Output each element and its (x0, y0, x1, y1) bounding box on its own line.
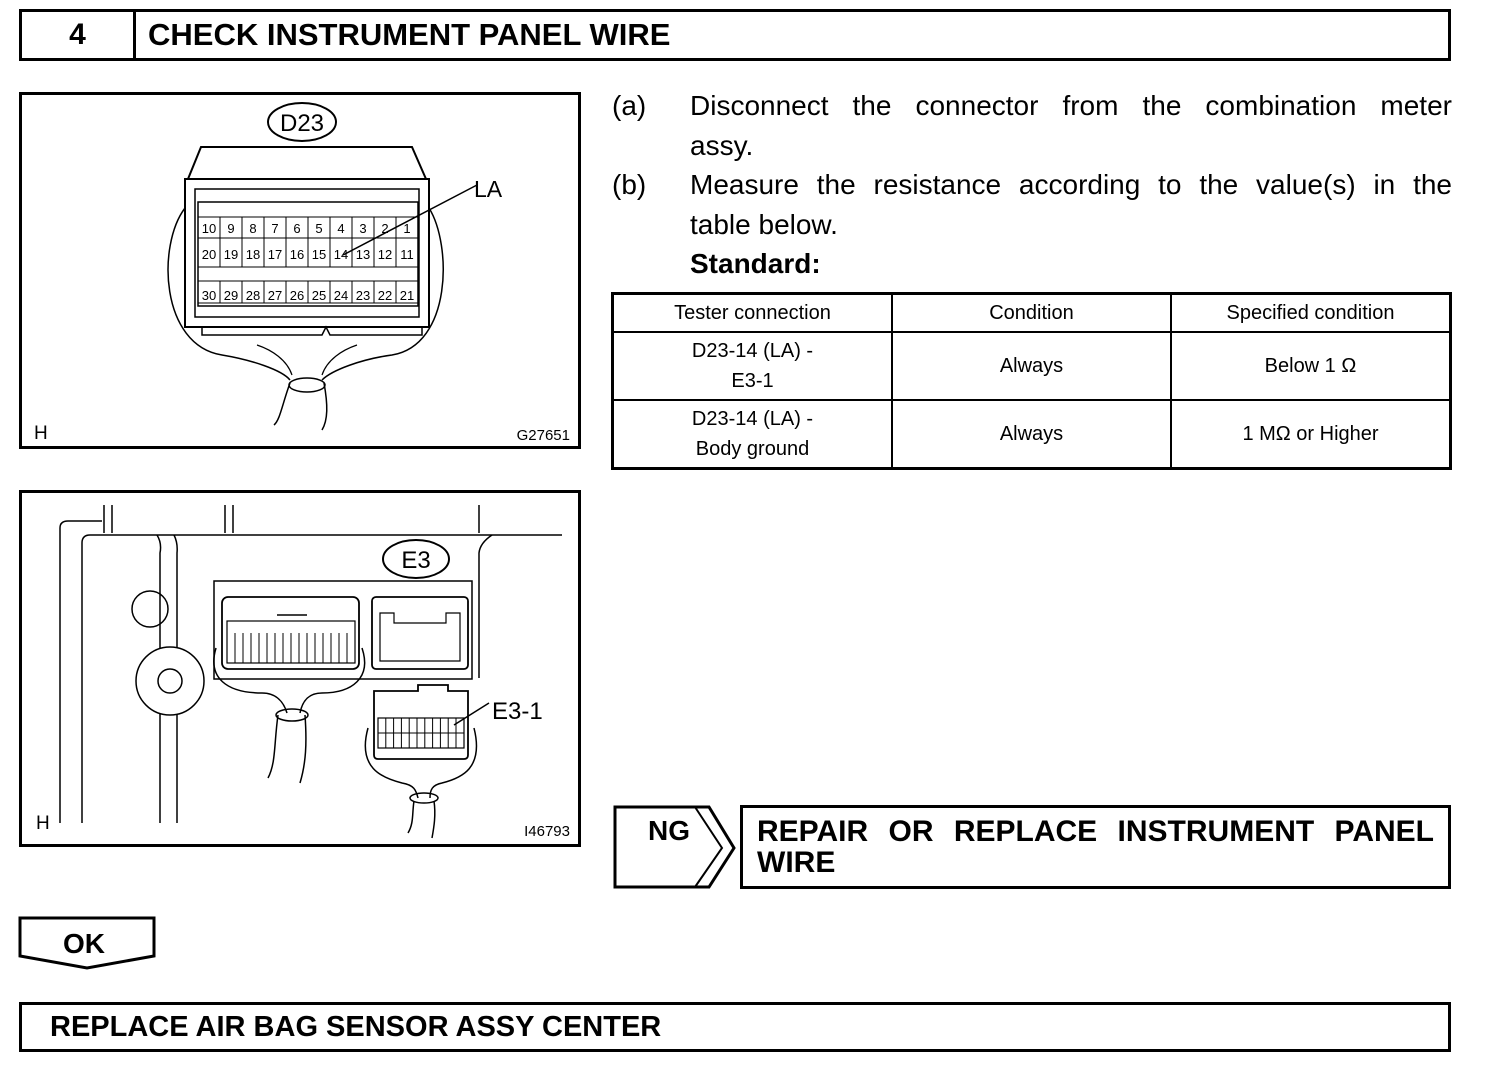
pin-number-10: 10 (202, 221, 216, 236)
table-row: D23-14 (LA) - E3-1 Always Below 1 Ω (611, 331, 1452, 401)
pin-number-30: 30 (202, 288, 216, 303)
pin-number-25: 25 (312, 288, 326, 303)
pin-number-2: 2 (381, 221, 388, 236)
ng-label: NG (648, 815, 690, 846)
cell-tester-connection: D23-14 (LA) - E3-1 (611, 331, 893, 401)
pin-number-9: 9 (227, 221, 234, 236)
ng-arrow: NG (613, 805, 736, 889)
pin-number-28: 28 (246, 288, 260, 303)
col-header-tester-connection: Tester connection (611, 292, 893, 333)
figure1-code: G27651 (516, 427, 570, 444)
pin-number-15: 15 (312, 247, 326, 262)
pin-number-7: 7 (271, 221, 278, 236)
instruction-a-line1: Disconnect the connector from the combin… (690, 90, 1452, 121)
pin-number-17: 17 (268, 247, 282, 262)
figure2-corner-label: H (36, 813, 50, 834)
instruction-b: (b) Measure the resistance according to … (612, 165, 1452, 245)
pin-number-5: 5 (315, 221, 322, 236)
instruction-b-line2: table below. (690, 209, 838, 240)
table-row: D23-14 (LA) - Body ground Always 1 MΩ or… (611, 399, 1452, 470)
standard-label: Standard: (690, 248, 821, 279)
instruction-b-line1: Measure the resistance according to the … (690, 169, 1452, 200)
cell-tester-connection: D23-14 (LA) - Body ground (611, 399, 893, 470)
e3-1-pin-label: E3-1 (492, 698, 543, 725)
pin-number-29: 29 (224, 288, 238, 303)
pin-number-27: 27 (268, 288, 282, 303)
cell-condition: Always (891, 331, 1172, 401)
pin-number-11: 11 (400, 247, 414, 262)
figure1-corner-label: H (34, 423, 48, 444)
pin-number-14: 14 (334, 247, 348, 262)
d23-connector-label: D23 (280, 110, 324, 137)
cell-connection-line1: D23-14 (LA) - (691, 340, 814, 362)
e3-connector-label: E3 (401, 547, 430, 574)
pin-number-16: 16 (290, 247, 304, 262)
pin-number-26: 26 (290, 288, 304, 303)
pin-number-3: 3 (359, 221, 366, 236)
pin-number-19: 19 (224, 247, 238, 262)
pin-number-23: 23 (356, 288, 370, 303)
pin-number-18: 18 (246, 247, 260, 262)
pin-number-1: 1 (403, 221, 410, 236)
step-title: CHECK INSTRUMENT PANEL WIRE (148, 17, 671, 52)
ok-arrow: OK (18, 916, 156, 970)
final-action-box: REPLACE AIR BAG SENSOR ASSY CENTER (19, 1002, 1451, 1052)
ok-label: OK (63, 928, 105, 959)
cell-connection-line2: Body ground (695, 438, 810, 460)
cell-specified-condition: 1 MΩ or Higher (1170, 399, 1452, 470)
pin-number-22: 22 (378, 288, 392, 303)
cell-connection-line2: E3-1 (731, 370, 774, 392)
instruction-a-marker: (a) (612, 90, 647, 121)
figure-e3-connector: E3 E3-1 H I46793 (19, 490, 581, 847)
pin-number-24: 24 (334, 288, 348, 303)
pin-number-6: 6 (293, 221, 300, 236)
col-header-condition: Condition (891, 292, 1172, 333)
step-header: 4 CHECK INSTRUMENT PANEL WIRE (19, 9, 1451, 61)
e3-connector-drawing: E3 E3-1 (59, 505, 562, 839)
cell-connection-line1: D23-14 (LA) - (691, 408, 814, 430)
ng-action-text: REPAIR OR REPLACE INSTRUMENT PANEL WIRE (740, 805, 1451, 889)
figure2-code: I46793 (524, 823, 570, 840)
pin-number-4: 4 (337, 221, 344, 236)
col-header-specified-condition: Specified condition (1170, 292, 1452, 333)
instruction-a: (a) Disconnect the connector from the co… (612, 86, 1452, 166)
step-number: 4 (22, 12, 136, 58)
instruction-a-line2: assy. (690, 130, 754, 161)
table-header-row: Tester connection Condition Specified co… (611, 292, 1452, 333)
pin-number-20: 20 (202, 247, 216, 262)
cell-condition: Always (891, 399, 1172, 470)
la-pin-label: LA (474, 176, 503, 202)
pin-number-21: 21 (400, 288, 414, 303)
pin-number-8: 8 (249, 221, 256, 236)
instruction-b-marker: (b) (612, 169, 647, 200)
pin-number-12: 12 (378, 247, 392, 262)
pin-number-13: 13 (356, 247, 370, 262)
cell-specified-condition: Below 1 Ω (1170, 331, 1452, 401)
spec-table: Tester connection Condition Specified co… (611, 292, 1452, 470)
